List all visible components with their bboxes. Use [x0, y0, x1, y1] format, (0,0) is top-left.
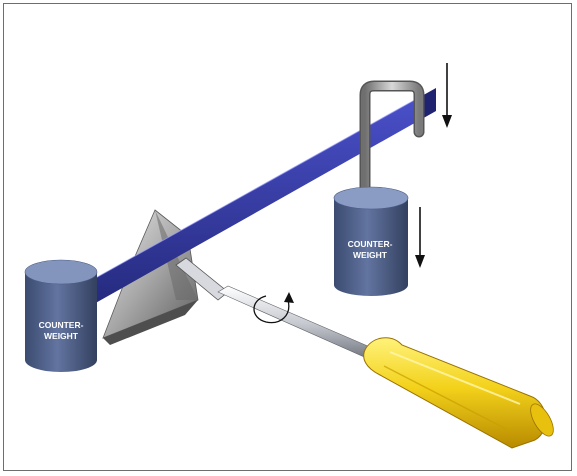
counterweight-right: COUNTER- WEIGHT	[334, 187, 408, 296]
counterweight-left: COUNTER- WEIGHT	[25, 260, 97, 372]
counterweight-left-label-line2: WEIGHT	[44, 331, 79, 341]
down-arrow-icon	[415, 207, 425, 268]
counterweight-left-label-line1: COUNTER-	[39, 320, 84, 330]
counterweight-right-label-line2: WEIGHT	[353, 250, 388, 260]
down-arrow-icon	[442, 63, 452, 128]
counterweight-right-label-line1: COUNTER-	[348, 239, 393, 249]
